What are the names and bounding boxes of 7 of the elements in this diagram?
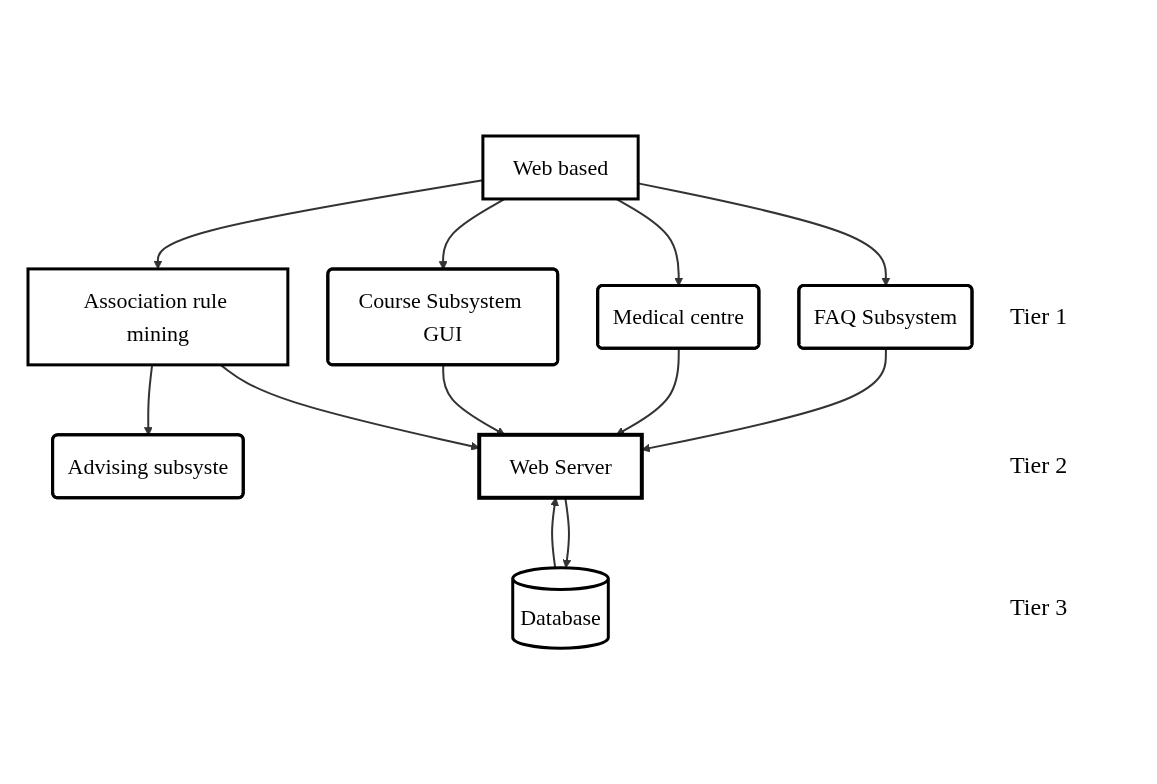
- node-box: Web based: [481, 134, 640, 201]
- tier-label: Tier 3: [1010, 593, 1068, 621]
- tier-label: Tier 2: [1010, 452, 1068, 480]
- node-box: Association rule mining: [26, 267, 290, 367]
- node-box: Web Server: [477, 432, 644, 500]
- tier-label: Tier 1: [1010, 302, 1068, 330]
- arrow: [550, 497, 559, 569]
